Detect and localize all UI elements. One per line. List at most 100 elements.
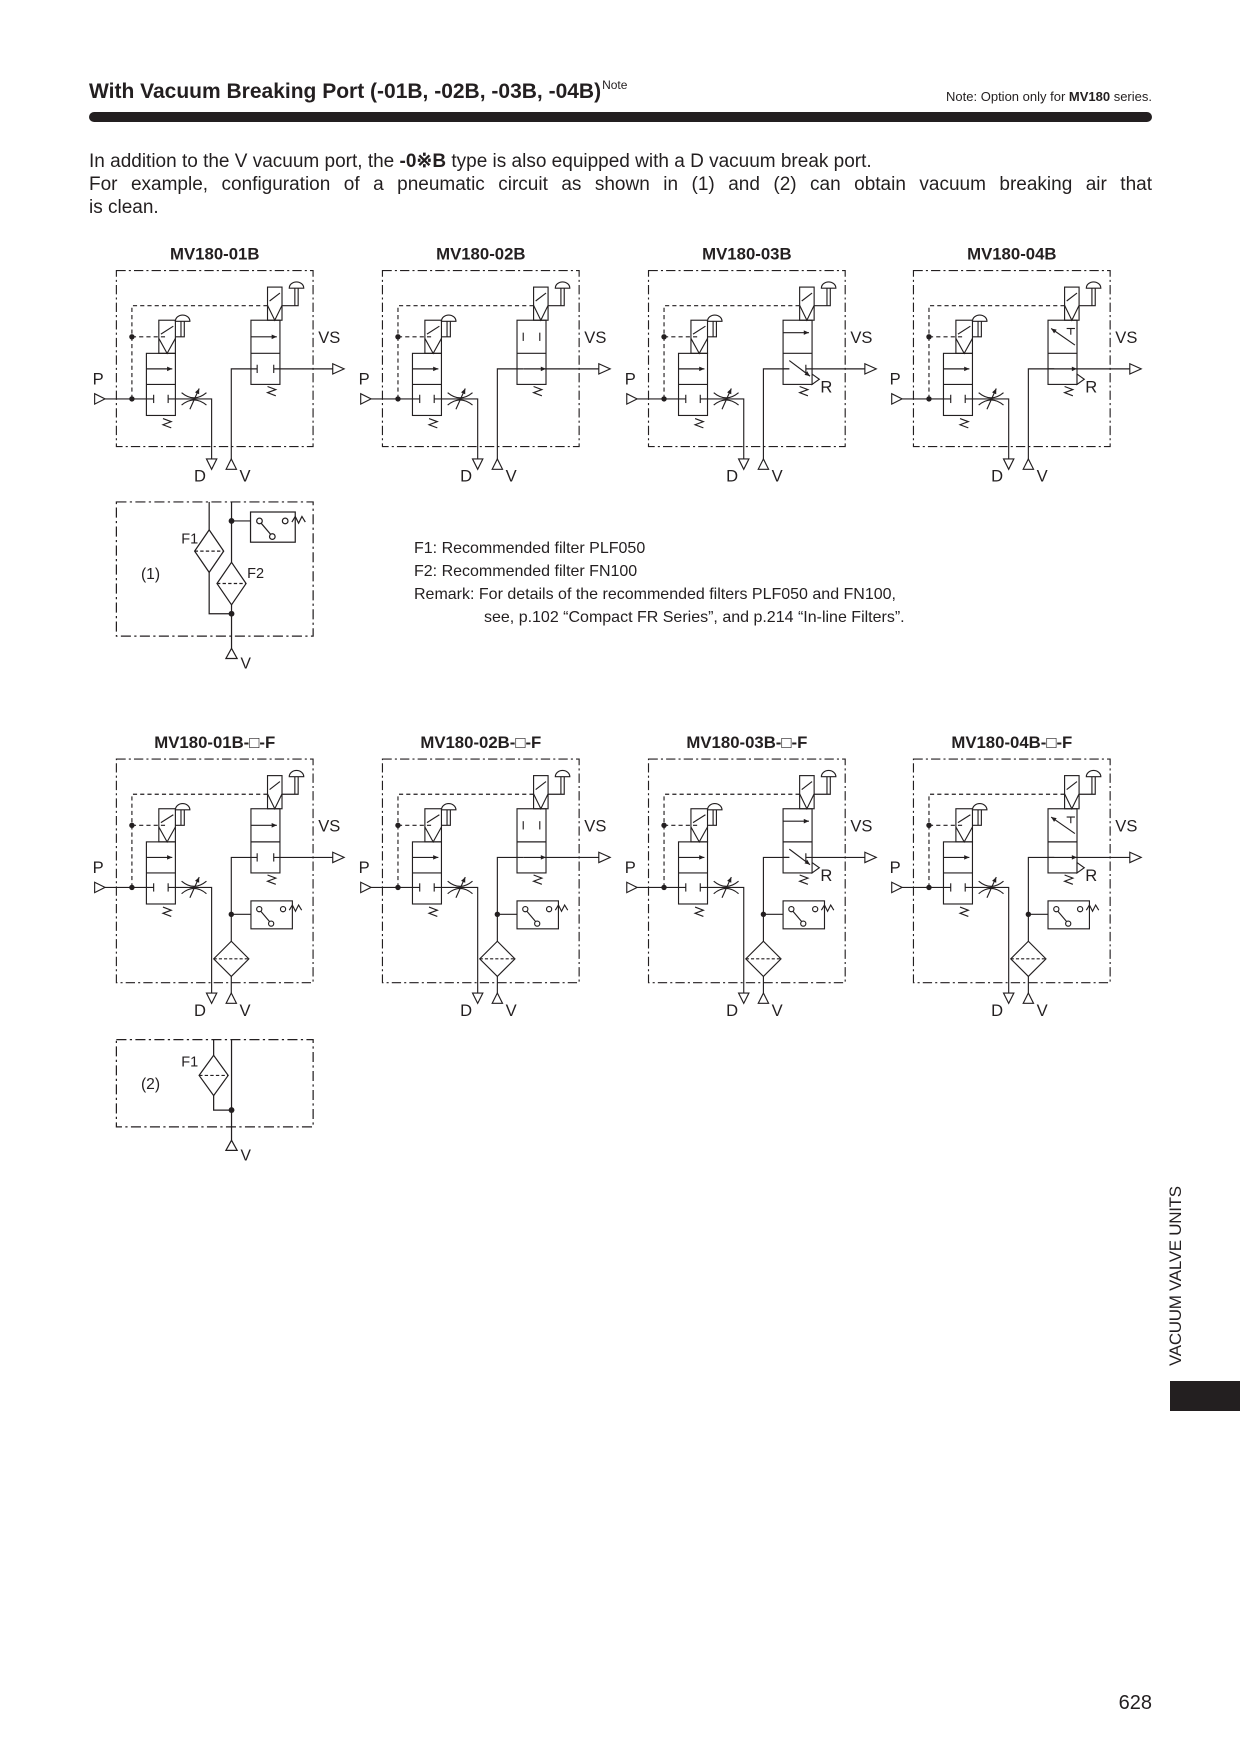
port-vs-icon — [1129, 362, 1143, 375]
port-p-icon — [360, 392, 373, 405]
port-d-label: D — [726, 467, 738, 486]
solenoid-pilot — [424, 338, 442, 355]
port-vs-label: VS — [584, 328, 606, 347]
arrowhead-icon — [727, 877, 732, 883]
arrowhead-icon — [540, 855, 547, 860]
port-d-icon — [471, 992, 484, 1005]
port-p-label: P — [359, 858, 370, 877]
manual-override-icon — [1079, 776, 1096, 795]
arrowhead-icon — [167, 855, 173, 860]
vacuum-valve — [250, 319, 281, 385]
note-remark: Remark: For details of the recommended f… — [414, 586, 896, 603]
switch-lever — [1057, 910, 1068, 922]
port-p-icon — [626, 881, 639, 894]
pipe-line — [208, 572, 232, 615]
port-v-label: V — [240, 1147, 251, 1164]
pilot-line — [663, 305, 800, 399]
port-d-icon — [1002, 992, 1015, 1005]
arrowhead-icon — [1071, 366, 1078, 372]
unit-boundary — [647, 758, 846, 984]
port-d-icon — [1002, 458, 1015, 471]
solenoid-pilot — [1064, 305, 1080, 322]
arrowhead-icon — [461, 388, 466, 395]
unit-boundary — [647, 269, 846, 448]
switch-contact — [1076, 906, 1084, 913]
section-title-text: With Vacuum Breaking Port (-01B, -02B, -… — [89, 80, 602, 103]
filter-circuit-2: VF1(2) — [115, 1039, 314, 1164]
switch-contact — [1053, 906, 1060, 913]
solenoid-pilot — [955, 338, 973, 355]
junction-dot — [926, 396, 932, 402]
manual-override-icon — [441, 809, 451, 826]
port-p-label: P — [890, 858, 901, 877]
port-v-label: V — [1037, 467, 1048, 486]
arrowhead-icon — [461, 877, 466, 883]
port-v-icon — [491, 991, 504, 1004]
port-vs-icon — [598, 362, 612, 375]
junction-dot — [228, 518, 235, 524]
arrowhead-icon — [194, 388, 200, 395]
manual-override-icon — [175, 809, 185, 826]
switch-lever — [260, 522, 272, 535]
note-f2: F2: Recommended filter FN100 — [414, 563, 638, 580]
manual-override-icon — [175, 321, 185, 338]
port-r-label: R — [820, 866, 832, 885]
spring-icon — [958, 906, 970, 917]
pipe-line — [168, 886, 213, 994]
pilot-line — [928, 305, 1065, 399]
port-v-label: V — [240, 656, 251, 673]
junction-dot — [395, 396, 401, 402]
solenoid-coil — [160, 814, 174, 824]
solenoid-pilot — [799, 305, 815, 322]
manual-button-head — [440, 314, 457, 322]
port-r-icon — [811, 861, 821, 875]
port-r-icon — [1076, 372, 1086, 386]
arrowhead-icon — [804, 371, 810, 377]
manual-button-head — [174, 803, 191, 811]
port-p-icon — [94, 392, 107, 405]
port-p-icon — [891, 881, 904, 894]
spring-icon — [693, 418, 705, 429]
solenoid-coil — [1066, 292, 1078, 302]
page-number: 628 — [1118, 1692, 1152, 1714]
port-d-icon — [737, 458, 750, 471]
manual-button-head — [971, 803, 988, 811]
spring-icon — [427, 418, 439, 429]
intro-line-1: In addition to the V vacuum port, the -0… — [89, 150, 1152, 173]
spring-icon — [265, 385, 278, 397]
vacuum-line — [1027, 368, 1055, 459]
spring-icon — [798, 385, 810, 397]
spring-icon — [820, 903, 835, 913]
switch-lever — [260, 910, 271, 922]
pressure-switch-icon — [782, 900, 826, 930]
spring-icon — [958, 418, 970, 429]
intro-text: type is also equipped with a D vacuum br… — [446, 151, 872, 172]
port-vs-label: VS — [850, 328, 872, 347]
port-d-label: D — [194, 1001, 206, 1020]
port-vs-icon — [598, 851, 612, 864]
note-remark-continued: see, p.102 “Compact FR Series”, and p.21… — [484, 609, 905, 626]
solenoid-coil — [535, 781, 547, 790]
pilot-line — [928, 793, 1065, 888]
vacuum-valve — [250, 808, 281, 874]
note-f1: F1: Recommended filter PLF050 — [414, 540, 646, 557]
arrowhead-icon — [803, 330, 809, 335]
option-note: Note: Option only for MV180 series. — [946, 89, 1152, 104]
port-vs-icon — [1129, 851, 1143, 864]
port-vs-icon — [332, 851, 346, 864]
solenoid-coil — [535, 292, 547, 302]
solenoid-coil — [801, 292, 813, 302]
unit-boundary — [381, 758, 580, 984]
diagram-title: MV180-03B — [702, 244, 791, 263]
solenoid-icon — [533, 286, 549, 321]
port-d-label: D — [991, 467, 1003, 486]
